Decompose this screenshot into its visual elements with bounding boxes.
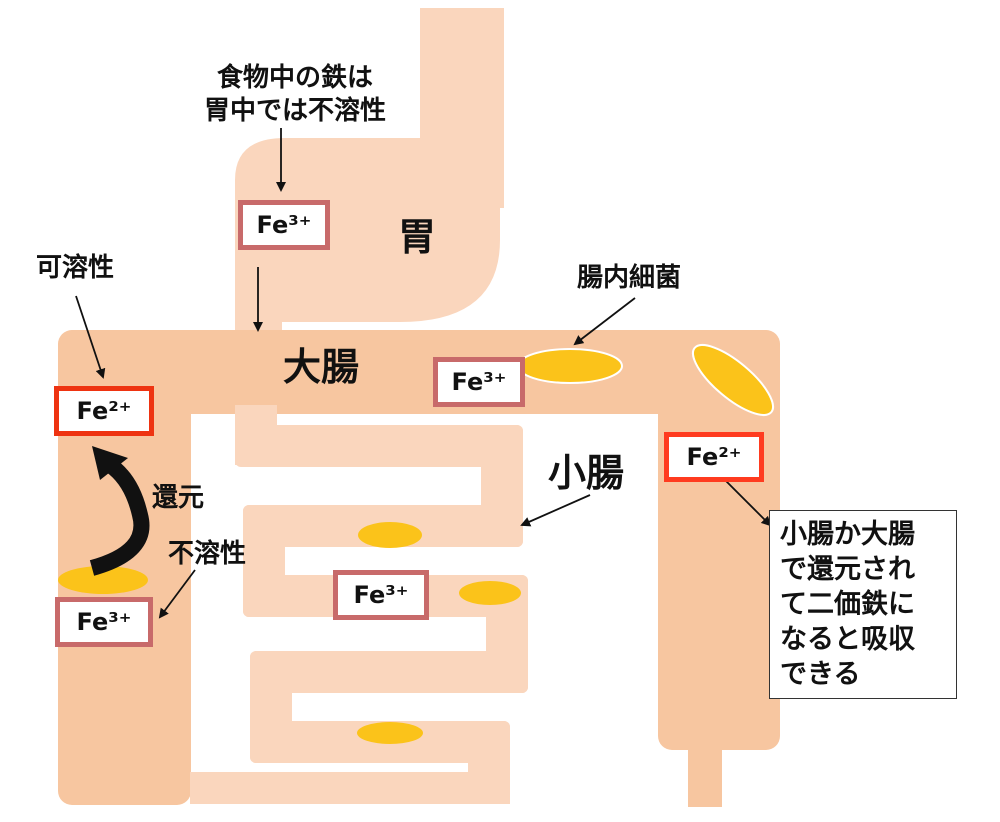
callout-line: 小腸か大腸	[780, 517, 946, 552]
food-iron-label-line2: 胃中では不溶性	[190, 95, 400, 128]
fe2-soluble-box: Fe²⁺	[54, 386, 154, 436]
arrow	[522, 495, 590, 525]
food-iron-label: 食物中の鉄は 胃中では不溶性	[190, 62, 400, 127]
small-intestine-label: 小腸	[548, 450, 624, 498]
food-iron-label-line1: 食物中の鉄は	[190, 62, 400, 95]
callout-line: で還元され	[780, 552, 946, 587]
fe3-stomach-box: Fe³⁺	[238, 200, 330, 250]
fe3-large-intestine-box: Fe³⁺	[433, 357, 525, 407]
large-intestine-label: 大腸	[283, 344, 359, 392]
bacterium-icon	[518, 349, 622, 383]
soluble-label: 可溶性	[36, 252, 114, 285]
fe3-insoluble-box: Fe³⁺	[55, 597, 153, 647]
reduction-label: 還元	[152, 482, 204, 515]
bacterium-icon	[357, 722, 423, 744]
bacterium-icon	[358, 522, 422, 548]
bacterium-icon	[459, 581, 521, 605]
stomach-label: 胃	[398, 214, 436, 262]
gut-bacteria-label: 腸内細菌	[577, 262, 681, 295]
insoluble-label: 不溶性	[168, 538, 246, 571]
callout-line: なると吸収	[780, 622, 946, 657]
fe2-reduced-box: Fe²⁺	[664, 432, 764, 482]
callout-line: できる	[780, 657, 946, 692]
callout-line: て二価鉄に	[780, 587, 946, 622]
stomach-shape	[235, 8, 504, 335]
absorption-callout: 小腸か大腸 で還元され て二価鉄に なると吸収 できる	[769, 510, 957, 699]
fe3-small-intestine-box: Fe³⁺	[333, 570, 429, 620]
